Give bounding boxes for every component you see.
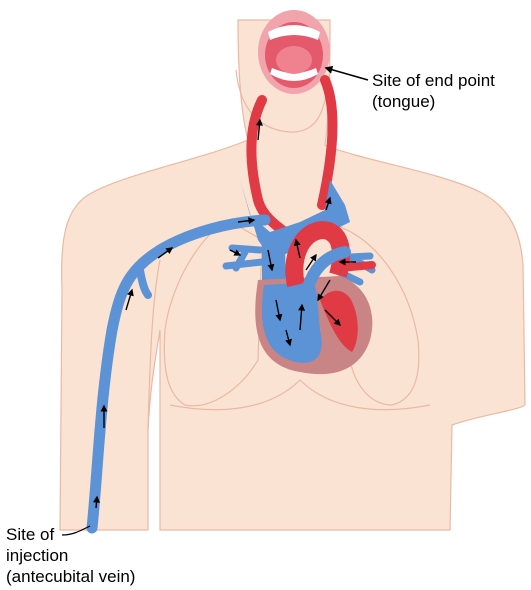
injection-label: Site of injection (antecubital vein) (6, 524, 135, 587)
end-point-leader (326, 68, 368, 80)
end-point-label: Site of end point (tongue) (372, 70, 495, 112)
end-point-label-line2: (tongue) (372, 91, 495, 112)
aorta-branch (340, 265, 372, 268)
open-mouth (258, 10, 330, 94)
injection-label-line1: Site of (6, 524, 135, 545)
injection-label-line3: (antecubital vein) (6, 566, 135, 587)
injection-label-line2: injection (6, 545, 135, 566)
end-point-label-line1: Site of end point (372, 70, 495, 91)
tongue (276, 46, 312, 74)
